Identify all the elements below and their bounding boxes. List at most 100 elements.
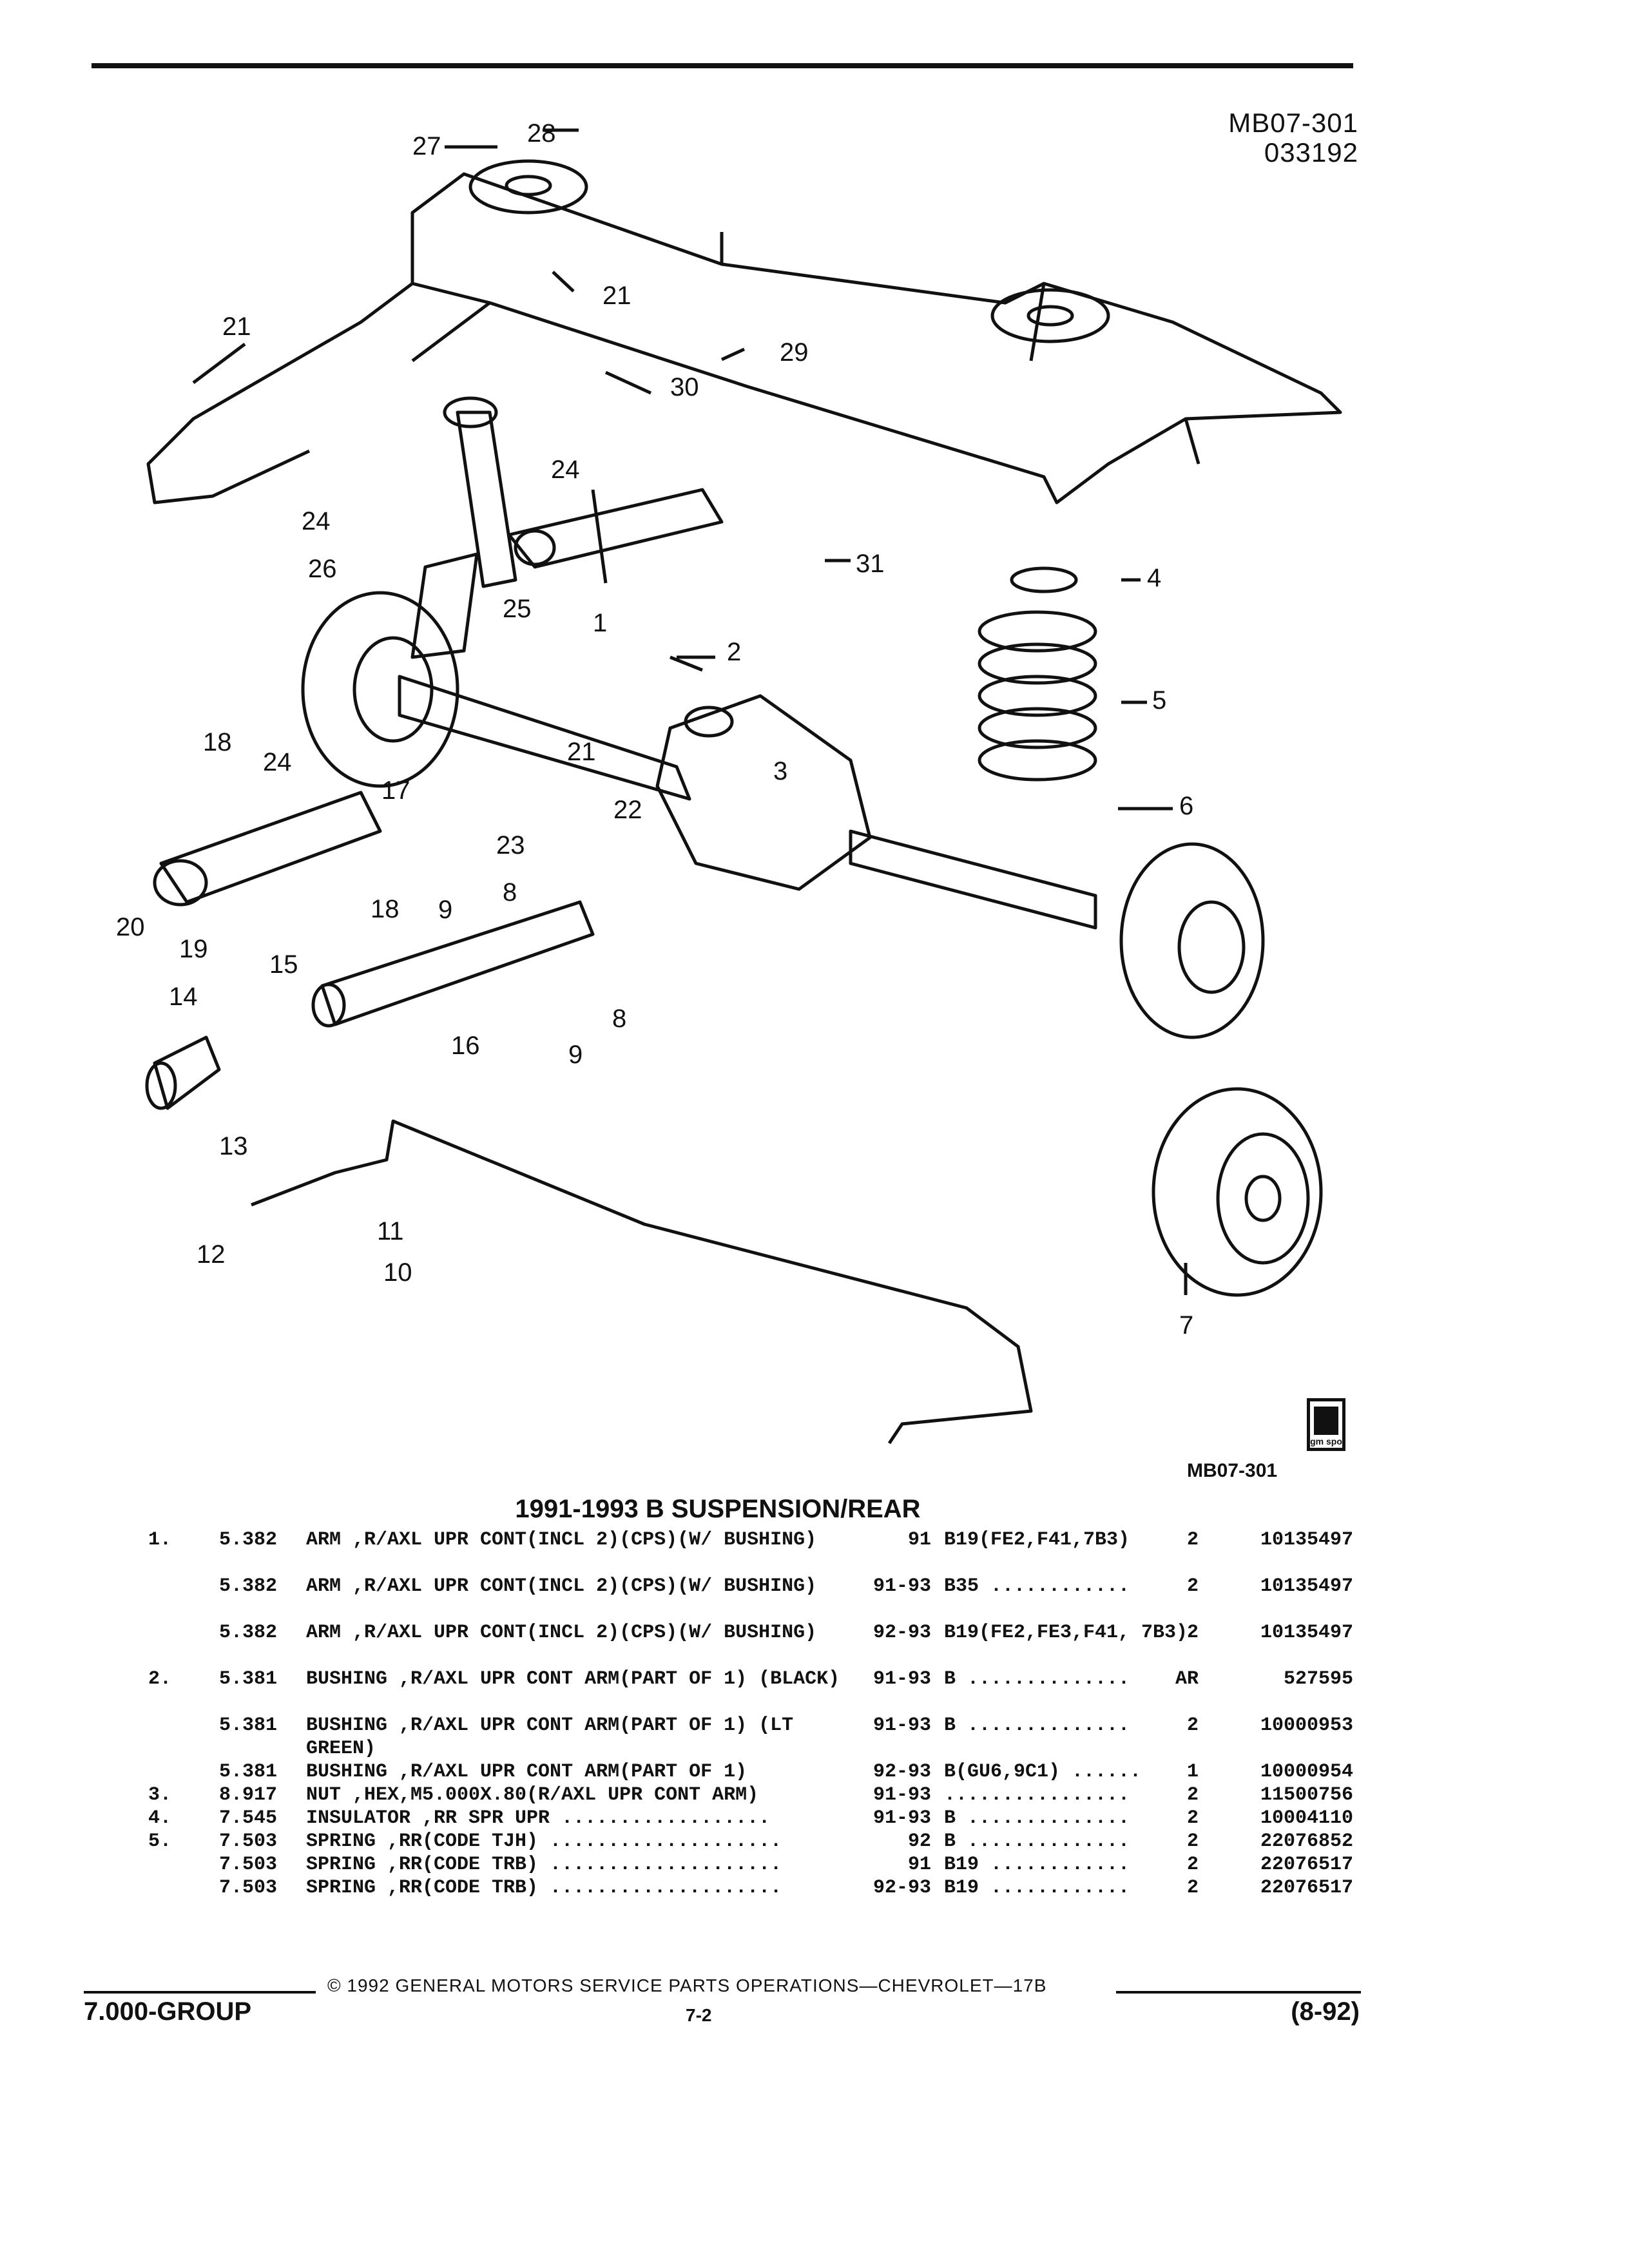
- callout-24-lower: 24: [263, 748, 292, 776]
- ref-number: 1.: [148, 1529, 172, 1551]
- callout-21-mid: 21: [567, 738, 596, 766]
- group-number: 5.382: [219, 1575, 278, 1597]
- callout-8-lower: 8: [612, 1004, 626, 1033]
- group-number: 7.503: [219, 1854, 278, 1876]
- group-number: 5.381: [219, 1668, 278, 1690]
- part-description: BUSHING ,R/AXL UPR CONT ARM(PART OF 1) (…: [306, 1715, 794, 1760]
- part-description: BUSHING ,R/AXL UPR CONT ARM(PART OF 1): [306, 1761, 747, 1783]
- series: B35 ............: [944, 1575, 1130, 1597]
- part-number: 10004110: [1260, 1807, 1353, 1829]
- callout-17: 17: [381, 776, 410, 805]
- callout-18-lower: 18: [371, 895, 400, 923]
- callout-24-upper: 24: [551, 456, 580, 484]
- parts-row: 3. 8.917 NUT ,HEX,M5.000X.80(R/AXL UPR C…: [135, 1783, 1360, 1807]
- callout-30: 30: [670, 373, 699, 401]
- callout-22: 22: [613, 796, 642, 824]
- part-description: ARM ,R/AXL UPR CONT(INCL 2)(CPS)(W/ BUSH…: [306, 1575, 817, 1597]
- footer-rule-left: [84, 1991, 316, 1994]
- callout-4: 4: [1147, 564, 1161, 592]
- model-years: 92: [907, 1831, 931, 1852]
- callout-25: 25: [503, 595, 532, 623]
- group-number: 7.503: [219, 1831, 278, 1852]
- group-number: 5.381: [219, 1715, 278, 1736]
- callout-21-left: 21: [222, 312, 251, 341]
- model-years: 92-93: [872, 1761, 931, 1783]
- series: B19(FE2,FE3,F41, 7B3): [944, 1622, 1188, 1644]
- part-number: 10135497: [1260, 1622, 1353, 1644]
- quantity: 2: [1186, 1854, 1199, 1876]
- diagram-header: MB07-301 033192: [1228, 108, 1358, 168]
- model-years: 91: [907, 1529, 931, 1551]
- model-years: 91: [907, 1854, 931, 1876]
- quantity: 2: [1186, 1877, 1199, 1899]
- callout-1: 1: [593, 609, 607, 637]
- series: B ..............: [944, 1715, 1130, 1736]
- parts-row: 5. 7.503 SPRING ,RR(CODE TJH) ..........…: [135, 1830, 1360, 1853]
- series: B ..............: [944, 1831, 1130, 1852]
- callout-3: 3: [773, 757, 787, 785]
- section-title: 1991-1993 B SUSPENSION/REAR: [515, 1495, 921, 1523]
- callout-14: 14: [169, 983, 198, 1011]
- parts-row: 7.503 SPRING ,RR(CODE TRB) .............…: [135, 1876, 1360, 1899]
- series: B ..............: [944, 1807, 1130, 1829]
- part-description: SPRING ,RR(CODE TRB) ...................…: [306, 1877, 782, 1899]
- quantity: AR: [1175, 1668, 1199, 1690]
- diagram-code: MB07-301: [1228, 108, 1358, 138]
- callout-7: 7: [1179, 1311, 1193, 1340]
- callout-28: 28: [527, 119, 556, 148]
- model-years: 91-93: [872, 1715, 931, 1736]
- callout-13: 13: [219, 1132, 248, 1160]
- revision-date: (8-92): [1291, 1997, 1360, 2026]
- callout-9-upper: 9: [438, 896, 452, 924]
- quantity: 1: [1186, 1761, 1199, 1783]
- part-description: NUT ,HEX,M5.000X.80(R/AXL UPR CONT ARM): [306, 1784, 759, 1806]
- footer-rule-right: [1116, 1991, 1361, 1994]
- callout-11: 11: [377, 1217, 404, 1245]
- callout-19: 19: [179, 935, 208, 963]
- callout-21-top: 21: [602, 282, 631, 310]
- quantity: 2: [1186, 1807, 1199, 1829]
- part-number: 10000953: [1260, 1715, 1353, 1736]
- quantity: 2: [1186, 1622, 1199, 1644]
- callout-12: 12: [197, 1240, 226, 1269]
- part-description: SPRING ,RR(CODE TRB) ...................…: [306, 1854, 782, 1876]
- parts-row: 4. 7.545 INSULATOR ,RR SPR UPR .........…: [135, 1807, 1360, 1830]
- callout-27: 27: [412, 132, 441, 160]
- parts-row: 2. 5.381 BUSHING ,R/AXL UPR CONT ARM(PAR…: [135, 1667, 1360, 1714]
- callout-15: 15: [269, 950, 298, 979]
- group-number: 5.382: [219, 1622, 278, 1644]
- part-number: 11500756: [1260, 1784, 1353, 1806]
- group-number: 7.545: [219, 1807, 278, 1829]
- part-description: BUSHING ,R/AXL UPR CONT ARM(PART OF 1) (…: [306, 1668, 840, 1690]
- quantity: 2: [1186, 1715, 1199, 1736]
- copyright-notice: © 1992 GENERAL MOTORS SERVICE PARTS OPER…: [327, 1975, 1047, 1995]
- part-description: ARM ,R/AXL UPR CONT(INCL 2)(CPS)(W/ BUSH…: [306, 1622, 817, 1644]
- series: B(GU6,9C1) ......: [944, 1761, 1142, 1783]
- part-number: 10000954: [1260, 1761, 1353, 1783]
- parts-row: 5.382 ARM ,R/AXL UPR CONT(INCL 2)(CPS)(W…: [135, 1575, 1360, 1621]
- part-description: SPRING ,RR(CODE TJH) ...................…: [306, 1831, 782, 1852]
- ref-number: 4.: [148, 1807, 172, 1829]
- group-number: 7.503: [219, 1877, 278, 1899]
- group-number: 5.381: [219, 1761, 278, 1783]
- group-number: 8.917: [219, 1784, 278, 1806]
- part-number: 10135497: [1260, 1529, 1353, 1551]
- model-years: 91-93: [872, 1575, 931, 1597]
- callout-24-left: 24: [302, 507, 331, 535]
- ref-number: 3.: [148, 1784, 172, 1806]
- series: B19 ............: [944, 1854, 1130, 1876]
- model-years: 91-93: [872, 1668, 931, 1690]
- ref-number: 2.: [148, 1668, 172, 1690]
- callout-31: 31: [856, 550, 885, 578]
- top-rule: [92, 63, 1353, 68]
- part-number: 527595: [1283, 1668, 1353, 1690]
- diagram-code-bottom: MB07-301: [1187, 1460, 1278, 1481]
- callout-26: 26: [308, 555, 337, 583]
- parts-row: 5.381 BUSHING ,R/AXL UPR CONT ARM(PART O…: [135, 1714, 1360, 1760]
- callout-29: 29: [780, 338, 809, 367]
- model-years: 91-93: [872, 1807, 931, 1829]
- callout-6: 6: [1179, 792, 1193, 820]
- part-number: 10135497: [1260, 1575, 1353, 1597]
- page-number: 7-2: [686, 2005, 712, 2025]
